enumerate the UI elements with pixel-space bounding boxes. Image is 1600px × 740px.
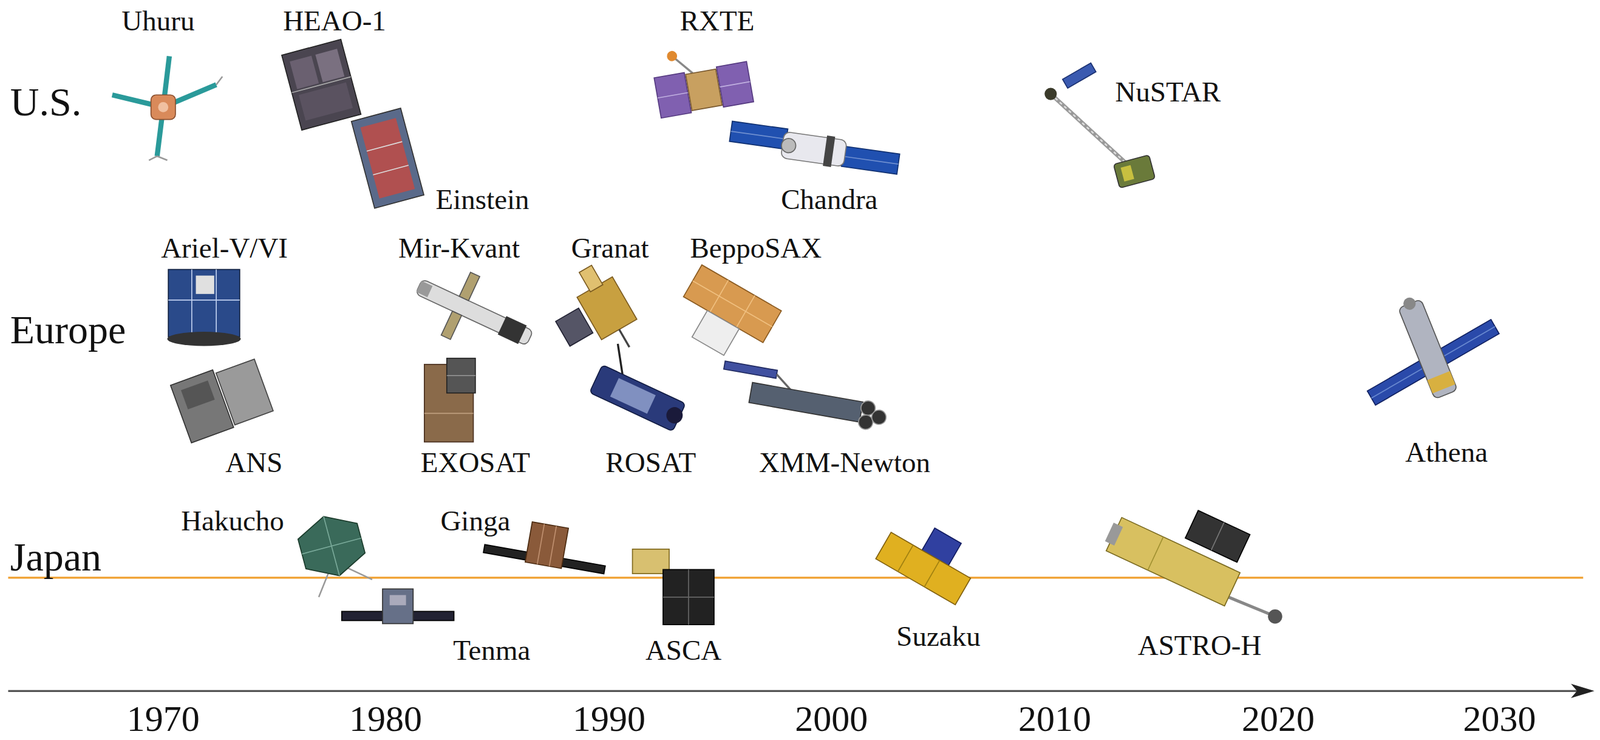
heao1-satellite bbox=[281, 39, 361, 130]
satellite-label: XMM-Newton bbox=[759, 448, 931, 477]
astro-h-satellite bbox=[1101, 479, 1283, 623]
ariel-satellite bbox=[167, 269, 242, 347]
satellite-label: Hakucho bbox=[180, 505, 285, 535]
satellite-label: EXOSAT bbox=[420, 448, 531, 477]
satellite-label: Suzaku bbox=[896, 621, 981, 650]
time-axis bbox=[7, 689, 1581, 692]
year-label: 2020 bbox=[1241, 700, 1315, 737]
granat-satellite bbox=[540, 259, 648, 373]
ans-satellite bbox=[170, 355, 274, 443]
athena-satellite bbox=[1367, 293, 1500, 406]
mir-kvant-satellite bbox=[404, 255, 545, 370]
satellite-label: HEAO-1 bbox=[282, 6, 387, 35]
satellite-label: ANS bbox=[225, 448, 283, 477]
satellite-label: NuSTAR bbox=[1115, 77, 1222, 107]
satellite-label: Granat bbox=[571, 233, 650, 263]
europe-line bbox=[7, 349, 1583, 352]
region-label: Japan bbox=[10, 536, 102, 577]
axis-arrowhead bbox=[1570, 683, 1595, 699]
year-label: 1970 bbox=[126, 700, 200, 737]
year-label: 1980 bbox=[349, 700, 423, 737]
year-label: 2030 bbox=[1463, 700, 1537, 737]
rxte-satellite bbox=[650, 38, 755, 118]
satellite-label: Chandra bbox=[780, 184, 878, 214]
suzaku-satellite bbox=[875, 510, 984, 605]
satellite-label: Ariel-V/VI bbox=[160, 233, 288, 263]
satellite-label: Ginga bbox=[440, 505, 511, 535]
exosat-satellite bbox=[424, 358, 476, 443]
region-label: U.S. bbox=[10, 81, 82, 123]
satellite-label: ROSAT bbox=[605, 448, 696, 477]
region-label: Europe bbox=[10, 309, 127, 350]
satellite-label: ASCA bbox=[645, 635, 722, 665]
us-line bbox=[7, 123, 1583, 126]
satellite-label: RXTE bbox=[680, 6, 755, 35]
rosat-satellite bbox=[589, 341, 700, 433]
hakucho-satellite bbox=[293, 508, 373, 599]
satellite-label: Athena bbox=[1405, 437, 1488, 467]
xmm-newton-satellite bbox=[717, 360, 891, 433]
satellite-label: Tenma bbox=[452, 635, 531, 665]
satellite-label: ASTRO-H bbox=[1137, 630, 1262, 659]
satellite-label: Mir-Kvant bbox=[398, 233, 520, 263]
beppo-sax-satellite bbox=[667, 264, 781, 370]
einstein-satellite bbox=[351, 108, 424, 209]
satellite-label: Einstein bbox=[435, 184, 530, 214]
tenma-satellite bbox=[341, 588, 455, 623]
asca-satellite bbox=[632, 548, 715, 625]
uhuru-satellite bbox=[112, 55, 223, 160]
year-label: 1990 bbox=[572, 700, 646, 737]
japan-line bbox=[7, 576, 1583, 579]
year-label: 2010 bbox=[1018, 700, 1092, 737]
satellite-label: BeppoSAX bbox=[689, 233, 822, 263]
chandra-satellite bbox=[728, 120, 902, 177]
year-label: 2000 bbox=[794, 700, 868, 737]
satellite-label: Uhuru bbox=[121, 6, 195, 35]
